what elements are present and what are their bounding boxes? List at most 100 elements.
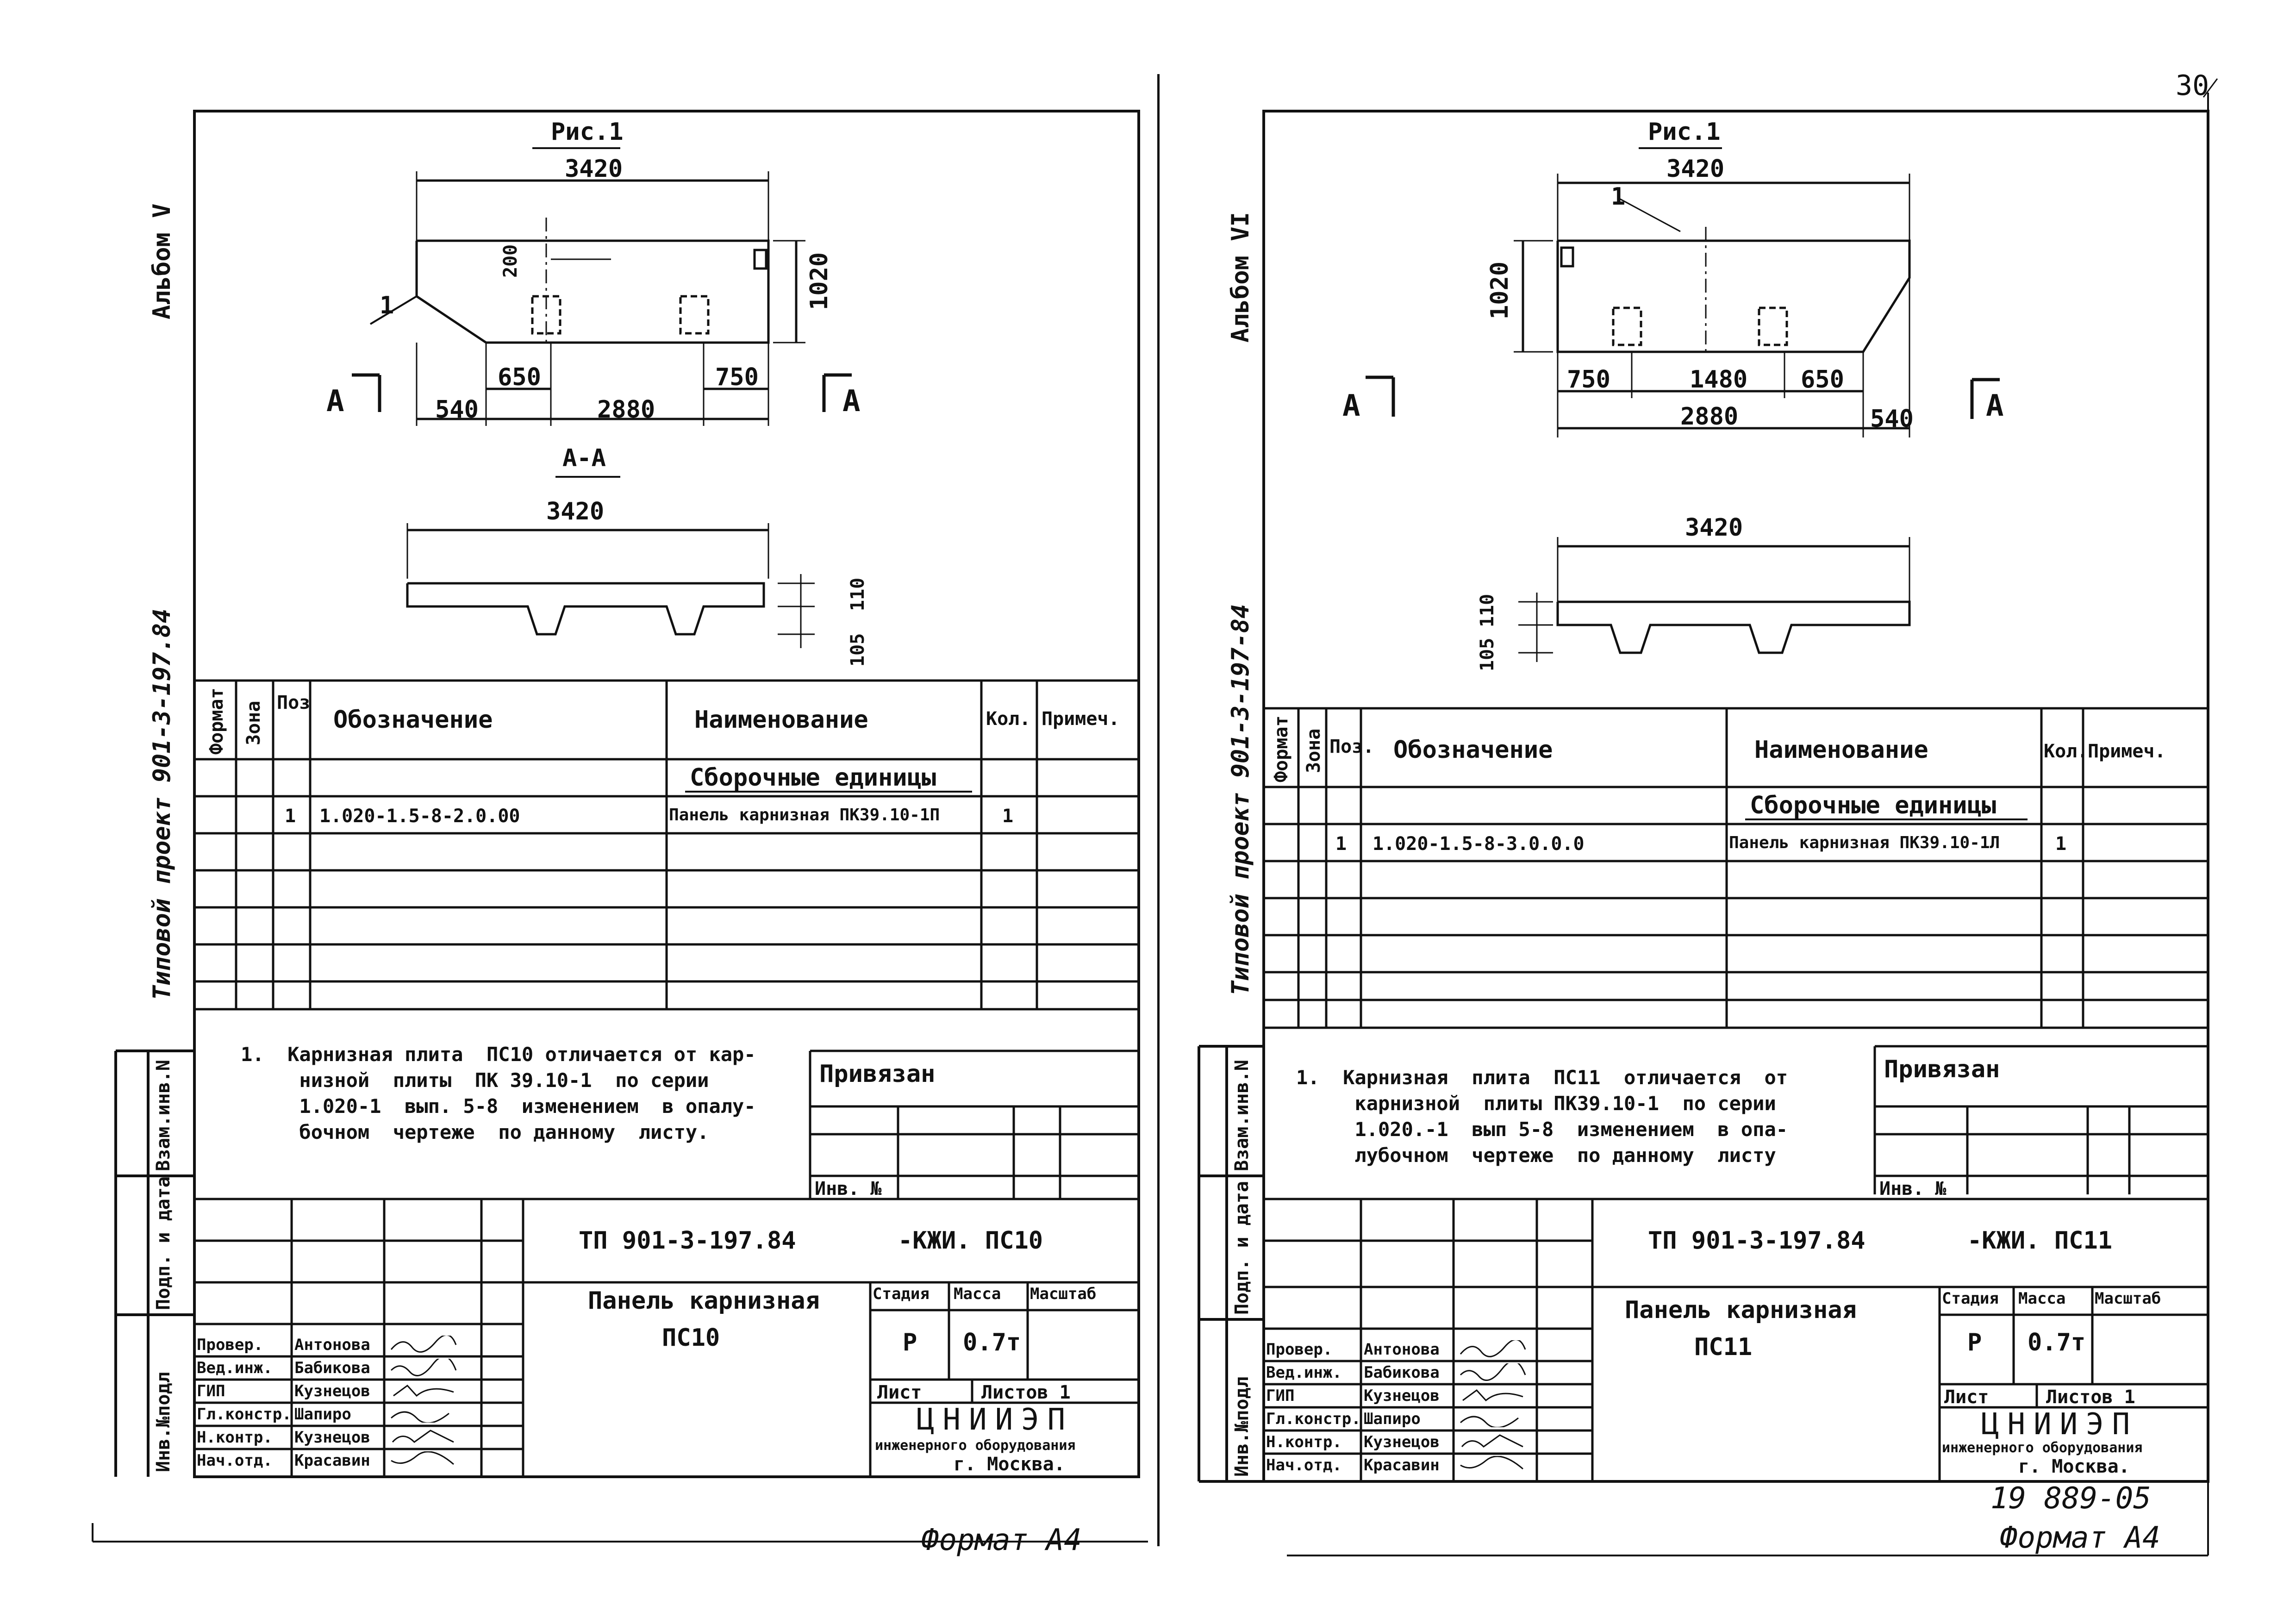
dim-1480: 1480	[1690, 366, 1748, 394]
dim-750: 750	[715, 363, 759, 391]
name-0: Антонова	[1364, 1340, 1440, 1359]
dim-540: 540	[1870, 405, 1914, 433]
org-city: г. Москва.	[954, 1454, 1065, 1475]
sheet-left-linework	[92, 110, 1148, 1543]
hdr-designation: Обозначение	[333, 706, 493, 734]
panel-section-outline	[1556, 600, 1911, 654]
dim-length: 3420	[1666, 155, 1725, 183]
dim-height: 1020	[805, 252, 833, 310]
dim-750: 750	[1567, 366, 1610, 394]
sheet-left: Альбом V Типовой проект 901-3-197.84 Вза…	[92, 110, 1148, 1557]
section-mark-left: А	[326, 384, 344, 418]
hdr-note: Примеч.	[2088, 741, 2166, 762]
dim-section-length: 3420	[1685, 514, 1743, 542]
section-mark-right: А	[842, 384, 861, 418]
bound-label: Привязан	[1884, 1056, 2000, 1083]
scale-header: Масштаб	[1030, 1285, 1097, 1303]
album-label: Альбом V	[148, 203, 176, 319]
signature-4	[1461, 1434, 1523, 1448]
callout-1: 1	[1611, 183, 1626, 211]
archive-number: 19 889-05	[1990, 1481, 2151, 1516]
name-2: Кузнецов	[1364, 1387, 1440, 1405]
stage-value: Р	[903, 1329, 917, 1356]
org-subtitle: инженерного оборудования	[1942, 1440, 2143, 1456]
spec-designation: 1.020-1.5-8-3.0.0.0	[1373, 833, 1585, 855]
role-3: Гл.констр.	[1266, 1410, 1361, 1428]
signature-4	[392, 1430, 454, 1443]
name-1: Бабикова	[1364, 1363, 1440, 1382]
doc-title-2: ПС11	[1694, 1333, 1753, 1361]
signature-0	[390, 1336, 457, 1353]
side-label-replace: Взам.инв.N	[153, 1060, 174, 1171]
org-subtitle: инженерного оборудования	[875, 1437, 1076, 1454]
doc-title-2: ПС10	[662, 1324, 720, 1352]
name-0: Антонова	[294, 1336, 370, 1354]
role-2: ГИП	[197, 1382, 225, 1400]
doc-code: ТП 901-3-197.84	[1648, 1227, 1866, 1255]
project-label: Типовой проект 901-3-197-84	[1227, 604, 1254, 995]
role-2: ГИП	[1266, 1387, 1295, 1405]
hdr-format: Формат	[1271, 715, 1292, 783]
spec-section: Сборочные единицы	[690, 764, 936, 792]
frame	[1262, 110, 2209, 1483]
name-5: Красавин	[294, 1451, 370, 1470]
section-mark-right: А	[1986, 389, 2004, 423]
album-label: Альбом VI	[1227, 212, 1254, 343]
section-mark-left: А	[1342, 389, 1360, 423]
signature-2	[1462, 1389, 1523, 1402]
mass-value: 0.7т	[2028, 1329, 2086, 1356]
page-number: 30	[2176, 69, 2209, 102]
dim-650: 650	[1801, 366, 1844, 394]
hdr-pos: Поз	[277, 692, 311, 713]
name-1: Бабикова	[294, 1359, 370, 1377]
doc-code-2: -КЖИ. ПС10	[898, 1227, 1043, 1255]
panel-plan-outline	[415, 239, 770, 344]
hdr-zone: Зона	[243, 700, 264, 745]
role-4: Н.контр.	[197, 1428, 273, 1447]
figure-title: Рис.1	[1648, 118, 1721, 146]
role-0: Провер.	[1266, 1340, 1333, 1359]
hdr-qty: Кол.	[2044, 741, 2089, 762]
hdr-qty: Кол.	[986, 708, 1031, 730]
signature-3	[391, 1411, 449, 1423]
dim-top: 200	[500, 244, 521, 278]
signature-1	[390, 1359, 457, 1376]
inv-label: Инв. №	[815, 1178, 882, 1199]
dim-110: 110	[847, 577, 868, 611]
spec-pos: 1	[285, 806, 296, 827]
name-5: Красавин	[1364, 1456, 1440, 1474]
org-name: ЦНИИЭП	[1981, 1407, 2139, 1442]
dim-105: 105	[847, 633, 868, 667]
mass-header: Масса	[954, 1285, 1001, 1303]
hdr-name: Наименование	[1754, 736, 1928, 764]
side-label-replace: Взам.инв.N	[1231, 1060, 1253, 1171]
name-4: Кузнецов	[294, 1428, 370, 1447]
note-text: 1. Карнизная плита ПС10 отличается от ка…	[241, 1043, 756, 1143]
role-1: Вед.инж.	[197, 1359, 273, 1377]
doc-code: ТП 901-3-197.84	[579, 1227, 796, 1255]
side-label-inv: Инв.№подл	[1231, 1376, 1253, 1477]
hdr-format: Формат	[206, 687, 227, 755]
name-3: Шапиро	[1364, 1410, 1421, 1428]
dim-2880: 2880	[597, 396, 655, 424]
signature-3	[1460, 1416, 1519, 1427]
side-label-sign: Подп. и дата	[1231, 1181, 1253, 1315]
spec-designation: 1.020-1.5-8-2.0.00	[319, 806, 520, 827]
panel-section-outline	[406, 582, 765, 636]
dim-height: 1020	[1486, 261, 1514, 319]
side-label-sign: Подп. и дата	[153, 1176, 174, 1310]
format-label: Формат А4	[2000, 1521, 2160, 1555]
hdr-name: Наименование	[694, 706, 868, 734]
scale-header: Масштаб	[2095, 1289, 2161, 1308]
sheet-label: Лист	[877, 1382, 922, 1403]
hdr-pos: Поз.	[1329, 736, 1374, 757]
panel-plan-outline	[1556, 239, 1911, 353]
hdr-zone: Зона	[1303, 728, 1324, 773]
dim-540: 540	[435, 396, 479, 424]
spec-name: Панель карнизная ПК39.10-1П	[669, 806, 940, 824]
spec-qty: 1	[1002, 806, 1014, 827]
sheet-label: Лист	[1944, 1387, 1989, 1408]
dim-650: 650	[498, 363, 541, 391]
spec-qty: 1	[2055, 833, 2067, 855]
project-label: Типовой проект 901-3-197.84	[148, 608, 176, 1000]
